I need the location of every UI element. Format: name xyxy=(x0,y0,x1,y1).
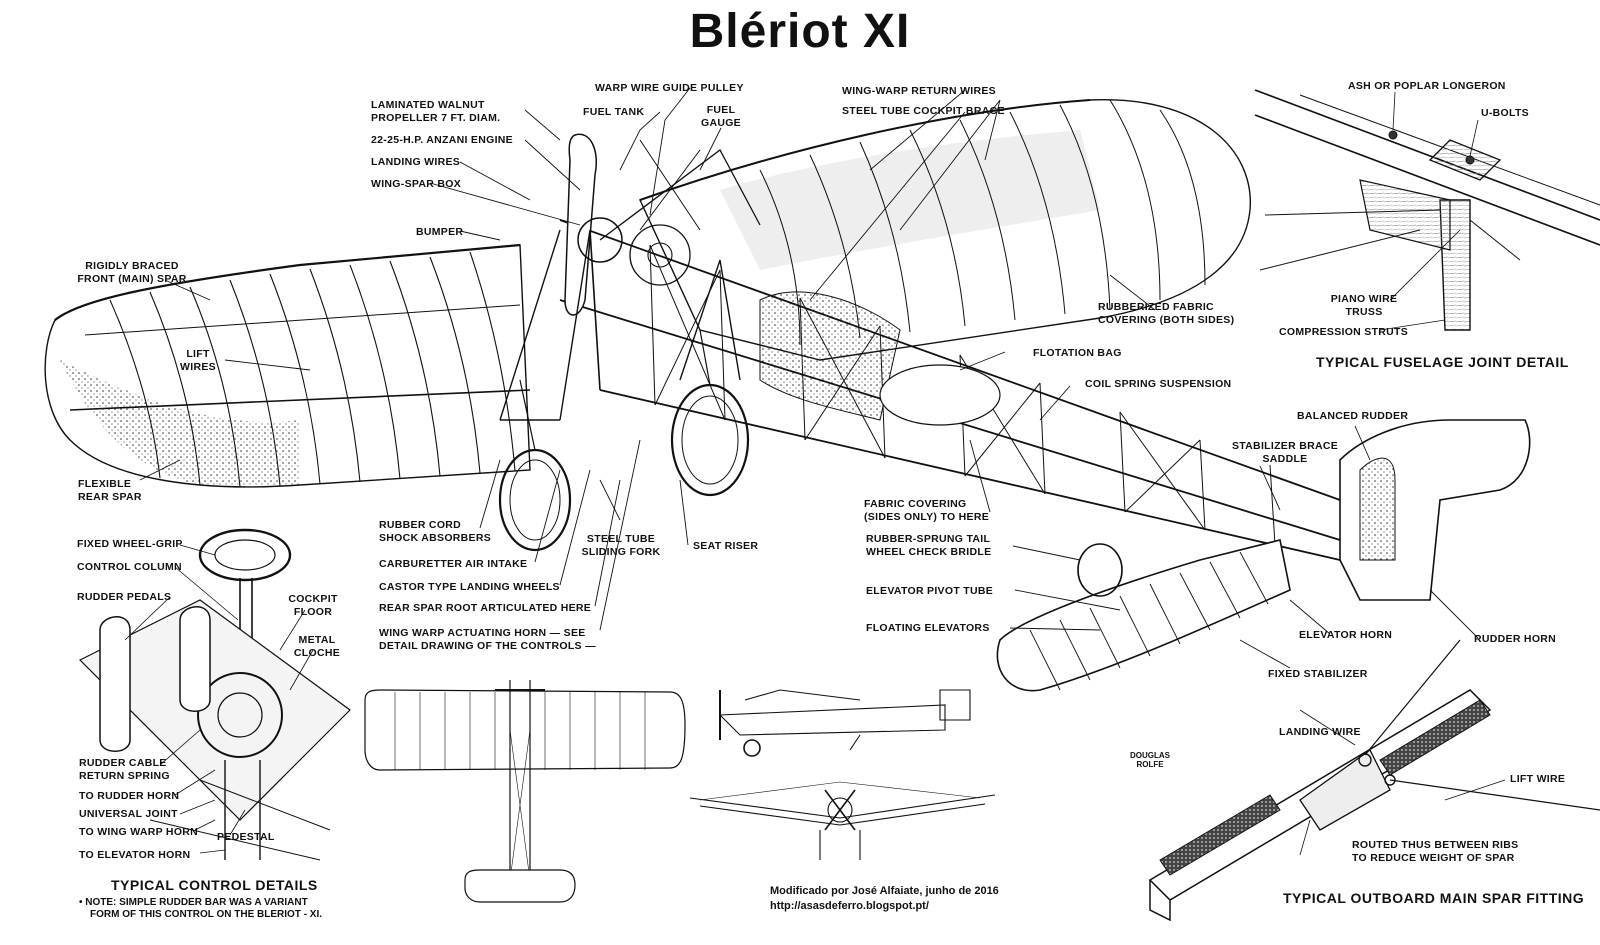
leader-lines xyxy=(139,87,1479,669)
left-wing xyxy=(44,243,531,488)
label-steel-tube-fork-2: SLIDING FORK xyxy=(581,546,661,558)
label-rudder-cable-1: RUDDER CABLE xyxy=(79,757,167,769)
note-line-2: FORM OF THIS CONTROL ON THE BLERIOT - XI… xyxy=(90,909,323,920)
label-to-rudder-horn: TO RUDDER HORN xyxy=(79,790,180,802)
label-piano-wire-2: TRUSS xyxy=(1345,306,1383,318)
label-lift-wires-1: LIFT xyxy=(186,348,210,360)
label-fuel-tank: FUEL TANK xyxy=(583,106,645,118)
label-castor-wheels: CASTOR TYPE LANDING WHEELS xyxy=(379,581,560,593)
caption-outboard-spar: TYPICAL OUTBOARD MAIN SPAR FITTING xyxy=(1283,890,1585,906)
label-steel-tube-fork-1: STEEL TUBE xyxy=(586,533,656,545)
fuselage-joint-detail xyxy=(1254,89,1600,331)
label-flexible-rear-spar-2: REAR SPAR xyxy=(78,491,142,503)
label-rubber-sprung-2: WHEEL CHECK BRIDLE xyxy=(866,546,992,558)
caption-fuselage-joint: TYPICAL FUSELAGE JOINT DETAIL xyxy=(1316,354,1569,370)
credit-line-1: Modificado por José Alfaiate, junho de 2… xyxy=(770,885,999,897)
label-fuel-gauge-2: GAUGE xyxy=(700,117,741,129)
plan-view xyxy=(364,680,686,903)
label-fabric-covering-2: (SIDES ONLY) TO HERE xyxy=(864,511,990,523)
label-rear-spar-root: REAR SPAR ROOT ARTICULATED HERE xyxy=(379,602,592,614)
label-carburetter: CARBURETTER AIR INTAKE xyxy=(379,558,528,570)
label-pedestal: PEDESTAL xyxy=(217,831,275,843)
label-flexible-rear-spar-1: FLEXIBLE xyxy=(78,478,132,490)
label-stabilizer-brace-2: SADDLE xyxy=(1262,453,1308,465)
fuselage xyxy=(559,139,1341,561)
signature-line-2: ROLFE xyxy=(1136,760,1164,769)
label-wing-warp-horn-1: WING WARP ACTUATING HORN — SEE xyxy=(379,627,586,639)
label-to-elevator-horn: TO ELEVATOR HORN xyxy=(79,849,191,861)
label-piano-wire-1: PIANO WIRE xyxy=(1330,293,1398,305)
label-wing-warp-horn-2: DETAIL DRAWING OF THE CONTROLS — xyxy=(379,640,596,652)
label-rudder-pedals: RUDDER PEDALS xyxy=(77,591,172,603)
label-fuel-gauge-1: FUEL xyxy=(706,104,736,116)
label-landing-wires: LANDING WIRES xyxy=(371,156,461,168)
label-fixed-wheel-grip: FIXED WHEEL-GRIP xyxy=(77,538,183,550)
page-title: Blériot XI xyxy=(689,5,911,58)
label-universal-joint: UNIVERSAL JOINT xyxy=(79,808,178,820)
label-balanced-rudder: BALANCED RUDDER xyxy=(1297,410,1409,422)
label-cockpit-floor-2: FLOOR xyxy=(293,606,333,618)
label-rubberized-fabric-1: RUBBERIZED FABRIC xyxy=(1098,301,1214,313)
label-rubber-cord-2: SHOCK ABSORBERS xyxy=(379,532,492,544)
label-landing-wire: LANDING WIRE xyxy=(1279,726,1361,738)
label-cockpit-floor-1: COCKPIT xyxy=(288,593,338,605)
undercarriage xyxy=(498,229,750,552)
credit-url[interactable]: http://asasdeferro.blogspot.pt/ xyxy=(770,900,929,912)
label-coil-spring: COIL SPRING SUSPENSION xyxy=(1085,378,1232,390)
label-metal-cloche-1: METAL xyxy=(298,634,336,646)
label-control-column: CONTROL COLUMN xyxy=(77,561,182,573)
label-compression-struts: COMPRESSION STRUTS xyxy=(1279,326,1409,338)
label-anzani-engine: 22-25-H.P. ANZANI ENGINE xyxy=(371,134,513,146)
side-view xyxy=(718,689,971,757)
label-fabric-covering-1: FABRIC COVERING xyxy=(864,498,967,510)
propeller-engine xyxy=(564,133,691,316)
label-fixed-stabilizer: FIXED STABILIZER xyxy=(1268,668,1368,680)
label-ash-longeron: ASH OR POPLAR LONGERON xyxy=(1348,80,1506,92)
label-steel-tube-cockpit-brace: STEEL TUBE COCKPIT BRACE xyxy=(842,105,1005,117)
front-view xyxy=(689,781,996,860)
label-rigidly-braced-1: RIGIDLY BRACED xyxy=(85,260,179,272)
label-rubber-sprung-1: RUBBER-SPRUNG TAIL xyxy=(866,533,991,545)
note-line-1: • NOTE: SIMPLE RUDDER BAR WAS A VARIANT xyxy=(79,897,308,908)
label-laminated-walnut-2: PROPELLER 7 FT. DIAM. xyxy=(371,112,501,124)
label-u-bolts: U-BOLTS xyxy=(1481,107,1529,119)
label-rigidly-braced-2: FRONT (MAIN) SPAR xyxy=(77,273,187,285)
label-wing-spar-box: WING-SPAR BOX xyxy=(371,178,462,190)
label-flotation-bag: FLOTATION BAG xyxy=(1033,347,1122,359)
tail-unit xyxy=(996,419,1531,692)
outboard-spar-detail xyxy=(1148,639,1600,922)
label-elevator-pivot-tube: ELEVATOR PIVOT TUBE xyxy=(866,585,994,597)
label-metal-cloche-2: CLOCHE xyxy=(293,647,341,659)
label-rubberized-fabric-2: COVERING (BOTH SIDES) xyxy=(1098,314,1235,326)
label-elevator-horn: ELEVATOR HORN xyxy=(1299,629,1393,641)
label-rudder-cable-2: RETURN SPRING xyxy=(79,770,170,782)
caption-control-details: TYPICAL CONTROL DETAILS xyxy=(111,877,318,893)
label-routed-thus-2: TO REDUCE WEIGHT OF SPAR xyxy=(1352,852,1515,864)
label-lift-wire: LIFT WIRE xyxy=(1510,773,1566,785)
label-bumper: BUMPER xyxy=(416,226,464,238)
label-laminated-walnut-1: LAMINATED WALNUT xyxy=(371,99,485,111)
label-routed-thus-1: ROUTED THUS BETWEEN RIBS xyxy=(1352,839,1519,851)
signature-line-1: DOUGLAS xyxy=(1130,751,1170,760)
control-detail xyxy=(78,528,351,861)
label-rubber-cord-1: RUBBER CORD xyxy=(379,519,462,531)
label-lift-wires-2: WIRES xyxy=(180,361,216,373)
label-wing-warp-return-wires: WING-WARP RETURN WIRES xyxy=(842,85,996,97)
label-floating-elevators: FLOATING ELEVATORS xyxy=(866,622,990,634)
label-to-wing-warp-horn: TO WING WARP HORN xyxy=(79,826,199,838)
label-warp-wire-guide-pulley: WARP WIRE GUIDE PULLEY xyxy=(595,82,744,94)
label-rudder-horn: RUDDER HORN xyxy=(1474,633,1557,645)
label-seat-riser: SEAT RISER xyxy=(693,540,759,552)
label-stabilizer-brace-1: STABILIZER BRACE xyxy=(1231,440,1339,452)
